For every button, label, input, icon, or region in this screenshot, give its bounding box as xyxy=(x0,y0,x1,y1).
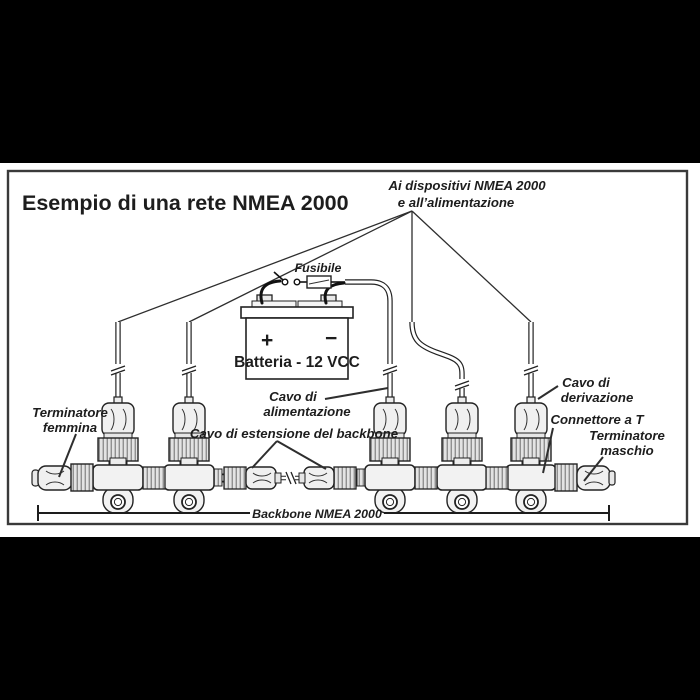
callout-devices-line2: e all’alimentazione xyxy=(398,195,515,210)
backbone-dimension-label: Backbone NMEA 2000 xyxy=(252,507,382,521)
switch-lever xyxy=(273,271,284,281)
device-fan-lines xyxy=(117,210,532,323)
callout-power-cable-line2: alimentazione xyxy=(263,404,350,419)
callout-power-cable-line1: Cavo di xyxy=(269,389,317,404)
letterbox-bottom xyxy=(0,537,700,700)
drop-cable-4 xyxy=(409,321,470,397)
battery-minus-sign: − xyxy=(325,327,337,350)
callout-t-connector: Connettore a T xyxy=(550,412,644,427)
callout-terminator-male-line1: Terminatore xyxy=(589,428,665,443)
battery-plus-sign: + xyxy=(261,329,273,352)
backbone-dimension-line xyxy=(37,505,610,521)
callout-terminator-female-line1: Terminatore xyxy=(32,405,108,420)
callout-pointers xyxy=(58,385,604,482)
callout-drop-cable-line2: derivazione xyxy=(561,390,634,405)
fuse-circuit: Fusibile xyxy=(259,261,346,305)
callout-devices-line1: Ai dispositivi NMEA 2000 xyxy=(387,178,546,193)
callout-terminator-male-line2: maschio xyxy=(600,443,654,458)
drop-cable-1 xyxy=(110,322,126,397)
letterbox-top xyxy=(0,0,700,163)
callout-terminator-female-line2: femmina xyxy=(43,420,97,435)
drop-cable-5 xyxy=(523,322,539,397)
battery: + − Batteria - 12 VCC xyxy=(234,294,360,380)
positive-wire xyxy=(259,279,282,305)
drop-cable-2 xyxy=(181,322,197,397)
callout-drop-cable-line1: Cavo di xyxy=(562,375,610,390)
callout-backbone-extension: Cavo di estensione del backbone xyxy=(190,426,398,441)
terminator-male xyxy=(554,463,616,492)
fuse-label: Fusibile xyxy=(295,261,342,275)
page-title: Esempio di una rete NMEA 2000 xyxy=(22,191,349,215)
terminator-female xyxy=(31,463,94,492)
battery-label: Batteria - 12 VCC xyxy=(234,354,360,371)
power-cable xyxy=(345,279,398,397)
